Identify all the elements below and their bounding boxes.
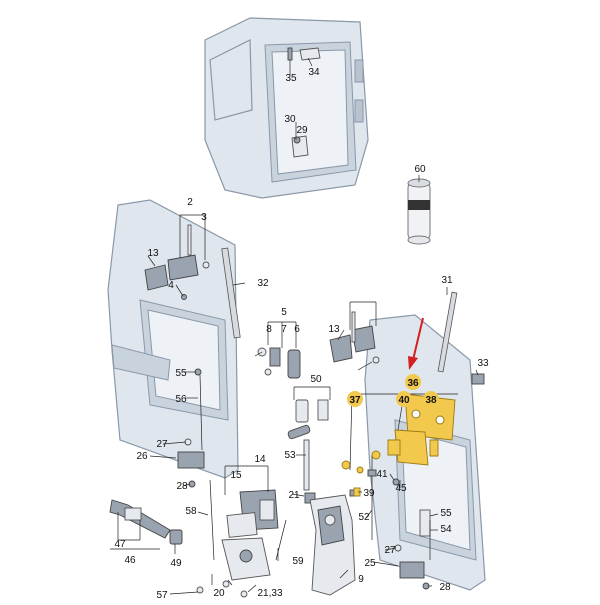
label-52: 52 bbox=[358, 512, 370, 523]
label-50: 50 bbox=[310, 374, 322, 385]
label-47: 47 bbox=[114, 539, 126, 550]
label-31: 31 bbox=[441, 275, 453, 286]
center-rod-parts bbox=[287, 399, 356, 596]
right-door-hardware bbox=[329, 291, 485, 590]
label-2: 2 bbox=[187, 197, 193, 208]
label-38: 38 bbox=[425, 395, 437, 406]
label-41: 41 bbox=[376, 469, 388, 480]
label-21-33: 21,33 bbox=[257, 588, 282, 599]
label-40: 40 bbox=[398, 395, 410, 406]
lock-cylinder-part-60 bbox=[407, 178, 431, 245]
label-4: 4 bbox=[168, 280, 174, 291]
label-27-left: 27 bbox=[156, 439, 168, 450]
label-56: 56 bbox=[175, 394, 187, 405]
label-49: 49 bbox=[170, 558, 182, 569]
label-20: 20 bbox=[213, 588, 225, 599]
label-36: 36 bbox=[407, 378, 419, 389]
label-45: 45 bbox=[395, 483, 407, 494]
left-door-panel bbox=[107, 199, 239, 479]
highlighted-lock-parts bbox=[341, 393, 456, 497]
label-3: 3 bbox=[201, 212, 207, 223]
label-21: 21 bbox=[288, 490, 300, 501]
red-pointer-arrow bbox=[408, 317, 424, 370]
label-5: 5 bbox=[281, 307, 287, 318]
label-25: 25 bbox=[364, 558, 376, 569]
label-7: 7 bbox=[281, 324, 287, 335]
label-34: 34 bbox=[308, 67, 320, 78]
label-59: 59 bbox=[292, 556, 304, 567]
lock-assembly-left bbox=[221, 489, 287, 581]
label-28-left: 28 bbox=[176, 481, 188, 492]
label-57: 57 bbox=[156, 590, 168, 601]
label-35: 35 bbox=[285, 73, 297, 84]
label-33: 33 bbox=[477, 358, 489, 369]
label-37: 37 bbox=[349, 395, 361, 406]
label-13-left: 13 bbox=[147, 248, 159, 259]
label-32: 32 bbox=[257, 278, 269, 289]
label-54: 54 bbox=[440, 524, 452, 535]
label-30: 30 bbox=[284, 114, 296, 125]
label-55-left: 55 bbox=[175, 368, 187, 379]
label-58: 58 bbox=[185, 506, 197, 517]
label-8: 8 bbox=[266, 324, 272, 335]
label-39: 39 bbox=[363, 488, 375, 499]
label-15: 15 bbox=[230, 470, 242, 481]
part-number-labels: 2 3 4 5 6 7 8 9 13 13 14 15 20 21 21,33 … bbox=[114, 67, 489, 601]
label-highlights bbox=[347, 374, 439, 407]
label-55-right: 55 bbox=[440, 508, 452, 519]
label-13-right: 13 bbox=[328, 324, 340, 335]
label-6: 6 bbox=[294, 324, 300, 335]
label-28-right: 28 bbox=[439, 582, 451, 593]
label-53: 53 bbox=[284, 450, 296, 461]
label-27-right: 27 bbox=[384, 545, 396, 556]
label-9: 9 bbox=[358, 574, 364, 585]
van-rear-body-illustration bbox=[204, 17, 369, 199]
left-door-hardware bbox=[109, 224, 301, 598]
label-26: 26 bbox=[136, 451, 148, 462]
label-29: 29 bbox=[296, 125, 308, 136]
label-60: 60 bbox=[414, 164, 426, 175]
label-46: 46 bbox=[124, 555, 136, 566]
label-14: 14 bbox=[254, 454, 266, 465]
